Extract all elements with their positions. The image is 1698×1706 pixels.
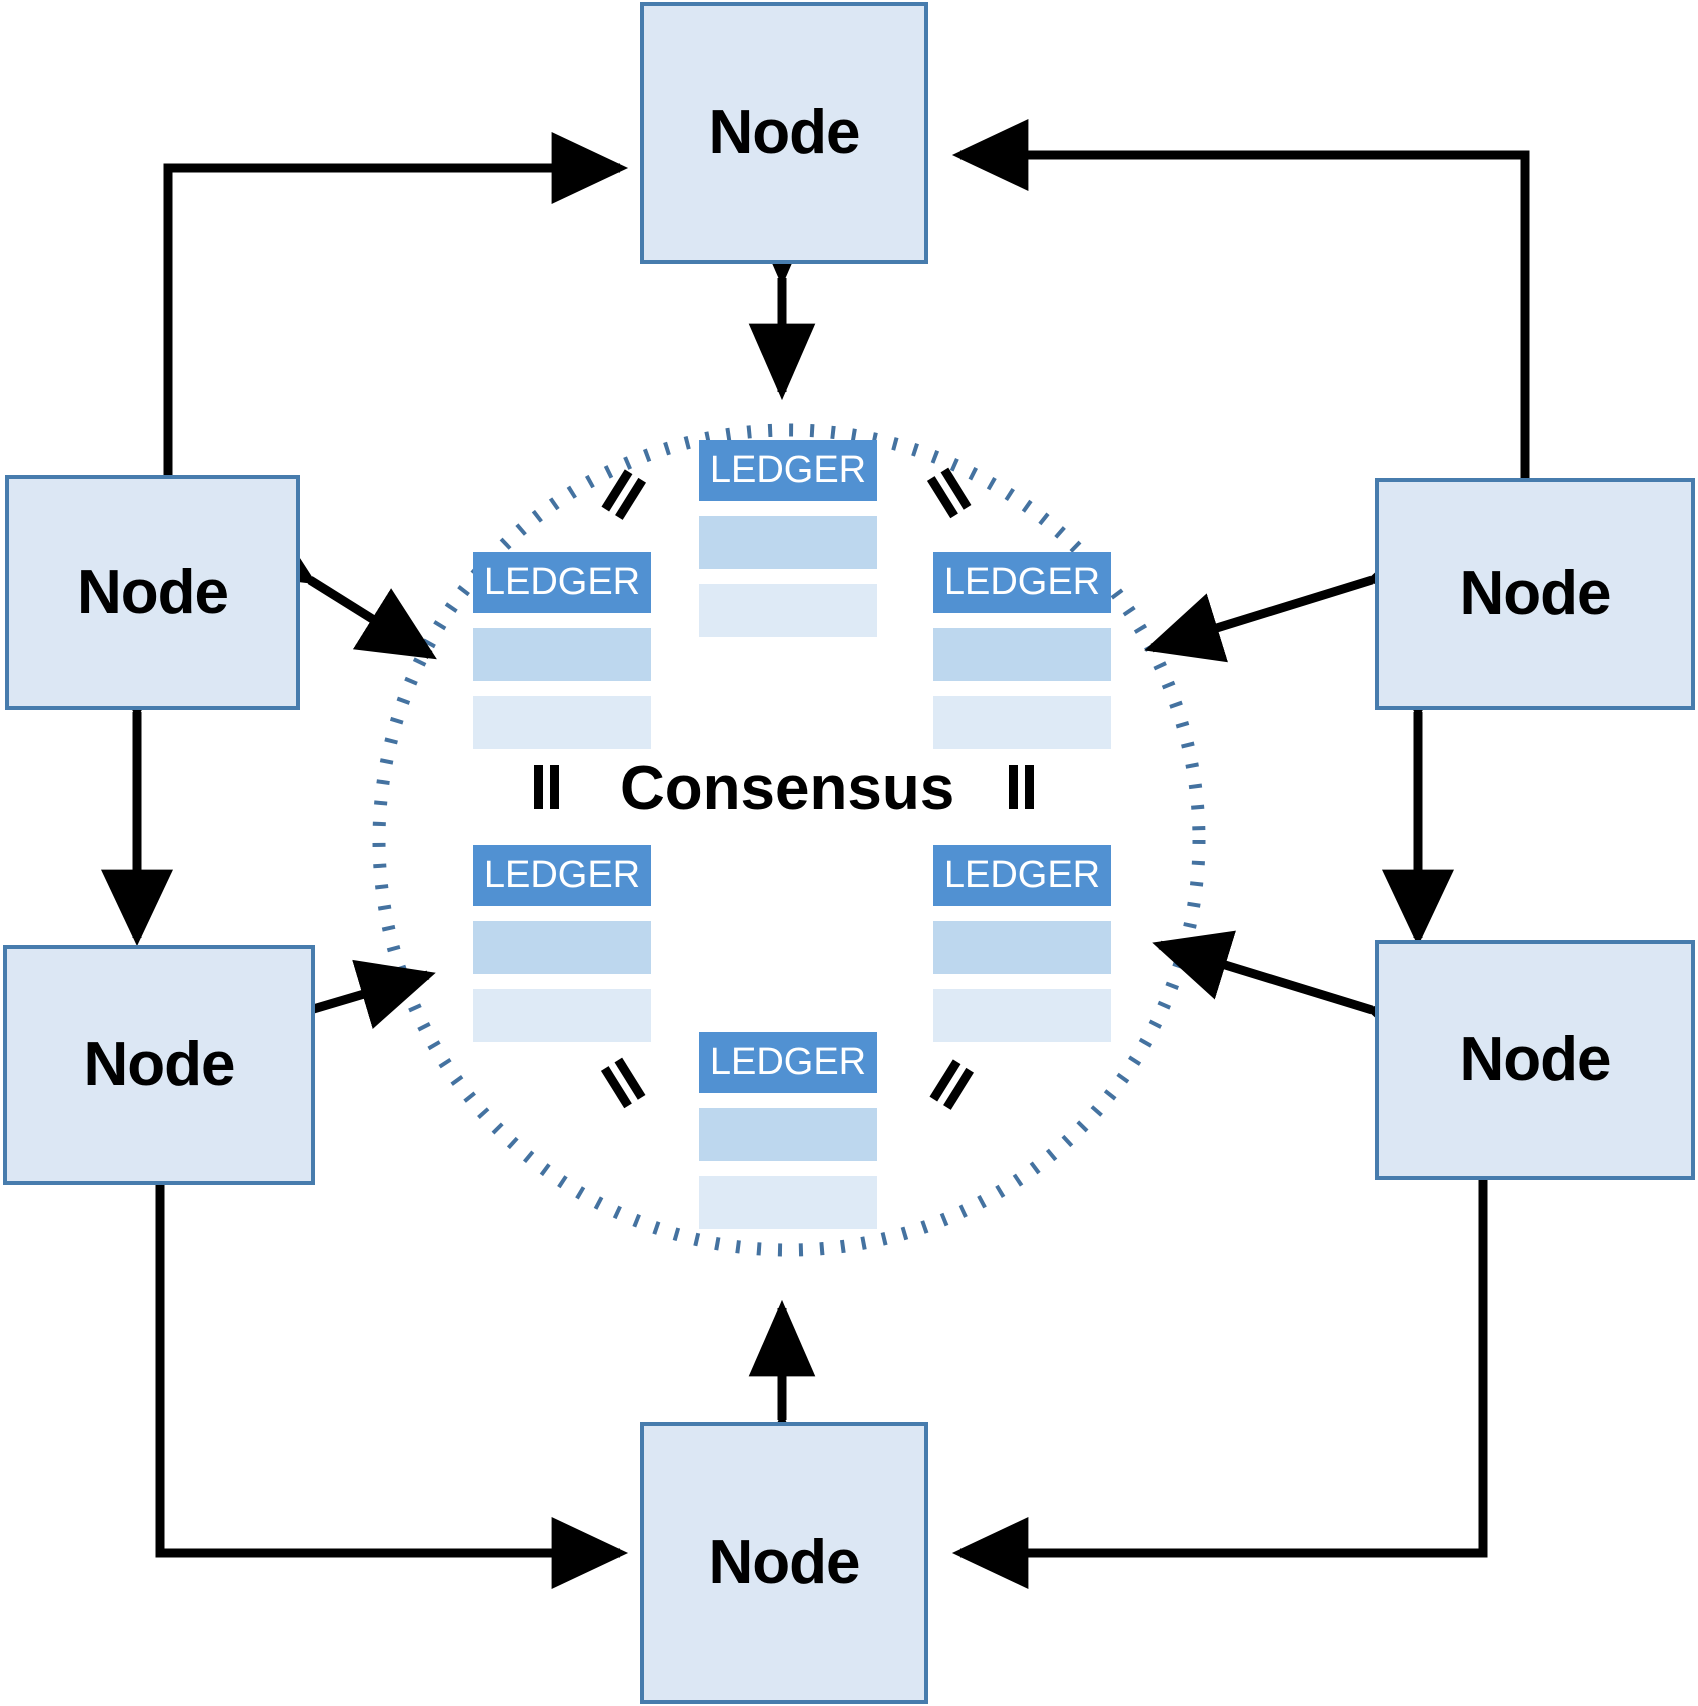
- connector-left-upper-to-top: [163, 132, 629, 475]
- ledger-left-lower-header: LEDGER: [473, 845, 651, 906]
- equals-bottom-left-icon: [593, 1051, 656, 1114]
- equals-mid-right-icon: [1000, 765, 1046, 811]
- node-right-upper[interactable]: Node: [1375, 478, 1695, 710]
- ledger-bottom-row-1: [699, 1108, 877, 1161]
- node-bottom-label: Node: [708, 1528, 861, 1597]
- equals-top-left-icon: [591, 461, 654, 524]
- node-left-lower[interactable]: Node: [3, 945, 315, 1185]
- ledger-right-upper-row-2: [933, 696, 1111, 749]
- equals-mid-left-icon: [525, 765, 571, 811]
- node-top[interactable]: Node: [640, 2, 928, 264]
- ledger-left-upper-header: LEDGER: [473, 552, 651, 613]
- ledger-right-upper-header: LEDGER: [933, 552, 1111, 613]
- ledger-left-upper-row-1: [473, 628, 651, 681]
- node-top-label: Node: [708, 98, 861, 167]
- ledger-top-row-2: [699, 584, 877, 637]
- ledger-left-lower[interactable]: LEDGER: [473, 845, 651, 1042]
- ledger-right-lower[interactable]: LEDGER: [933, 845, 1111, 1042]
- node-left-lower-label: Node: [83, 1030, 236, 1099]
- ledger-top-header: LEDGER: [699, 440, 877, 501]
- ledger-right-lower-row-1: [933, 921, 1111, 974]
- node-left-upper-label: Node: [77, 557, 229, 627]
- equals-bottom-right-icon: [919, 1051, 982, 1114]
- connector-left-lower-to-bottom: [155, 1142, 629, 1589]
- node-right-upper-label: Node: [1459, 559, 1612, 628]
- node-right-lower[interactable]: Node: [1375, 940, 1695, 1180]
- ledger-top-row-1: [699, 516, 877, 569]
- ledger-top[interactable]: LEDGER: [699, 440, 877, 637]
- node-left-upper[interactable]: Node: [5, 475, 300, 710]
- ledger-right-lower-header: LEDGER: [933, 845, 1111, 906]
- equals-top-right-icon: [919, 461, 982, 524]
- ledger-right-upper-row-1: [933, 628, 1111, 681]
- ledger-left-lower-row-1: [473, 921, 651, 974]
- node-right-lower-label: Node: [1459, 1025, 1612, 1094]
- node-bottom[interactable]: Node: [640, 1422, 928, 1704]
- ledger-right-upper[interactable]: LEDGER: [933, 552, 1111, 749]
- ledger-left-upper[interactable]: LEDGER: [473, 552, 651, 749]
- connector-right-upper-circle: [1144, 525, 1448, 663]
- ledger-left-lower-row-2: [473, 989, 651, 1042]
- ledger-bottom-header: LEDGER: [699, 1032, 877, 1093]
- connector-right-lower-to-bottom: [951, 1140, 1488, 1589]
- connector-right-lower-circle: [1152, 930, 1448, 1065]
- ledger-right-lower-row-2: [933, 989, 1111, 1042]
- ledger-left-upper-row-2: [473, 696, 651, 749]
- connector-left-lower-circle: [234, 959, 436, 1064]
- consensus-label: Consensus: [620, 754, 955, 823]
- ledger-bottom[interactable]: LEDGER: [699, 1032, 877, 1229]
- connector-left-upper-circle: [232, 513, 437, 660]
- ledger-bottom-row-2: [699, 1176, 877, 1229]
- connector-right-upper-to-top: [951, 119, 1530, 478]
